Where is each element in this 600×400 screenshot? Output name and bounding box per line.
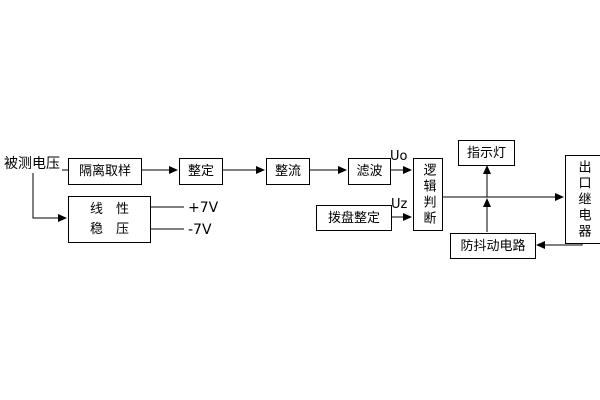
signal-plus7v-label: +7V [188,200,219,216]
linear-regulator-line2: 稳 压 [89,222,129,237]
block-filter: 滤波 [348,158,391,185]
block-rectifier: 整流 [266,158,310,185]
wire-source-to-regulator [32,173,67,222]
signal-uo-label: Uo [390,149,408,164]
source-voltage-label: 被测电压 [4,156,60,172]
block-dial-setting: 拨盘整定 [316,205,392,231]
block-setting: 整定 [179,158,223,185]
block-anti-jitter-circuit: 防抖动电路 [450,233,536,259]
block-indicator-light: 指示灯 [458,140,515,166]
block-output-relay: 出口继电器 [565,155,600,244]
linear-regulator-line1: 线 性 [89,202,129,217]
block-logic-judgment: 逻辑判断 [413,158,443,231]
signal-minus7v-label: -7V [188,222,212,238]
block-isolation-sampling: 隔离取样 [68,158,142,185]
block-linear-regulator: 线 性 稳 压 [68,196,151,243]
signal-uz-label: Uz [391,197,408,212]
